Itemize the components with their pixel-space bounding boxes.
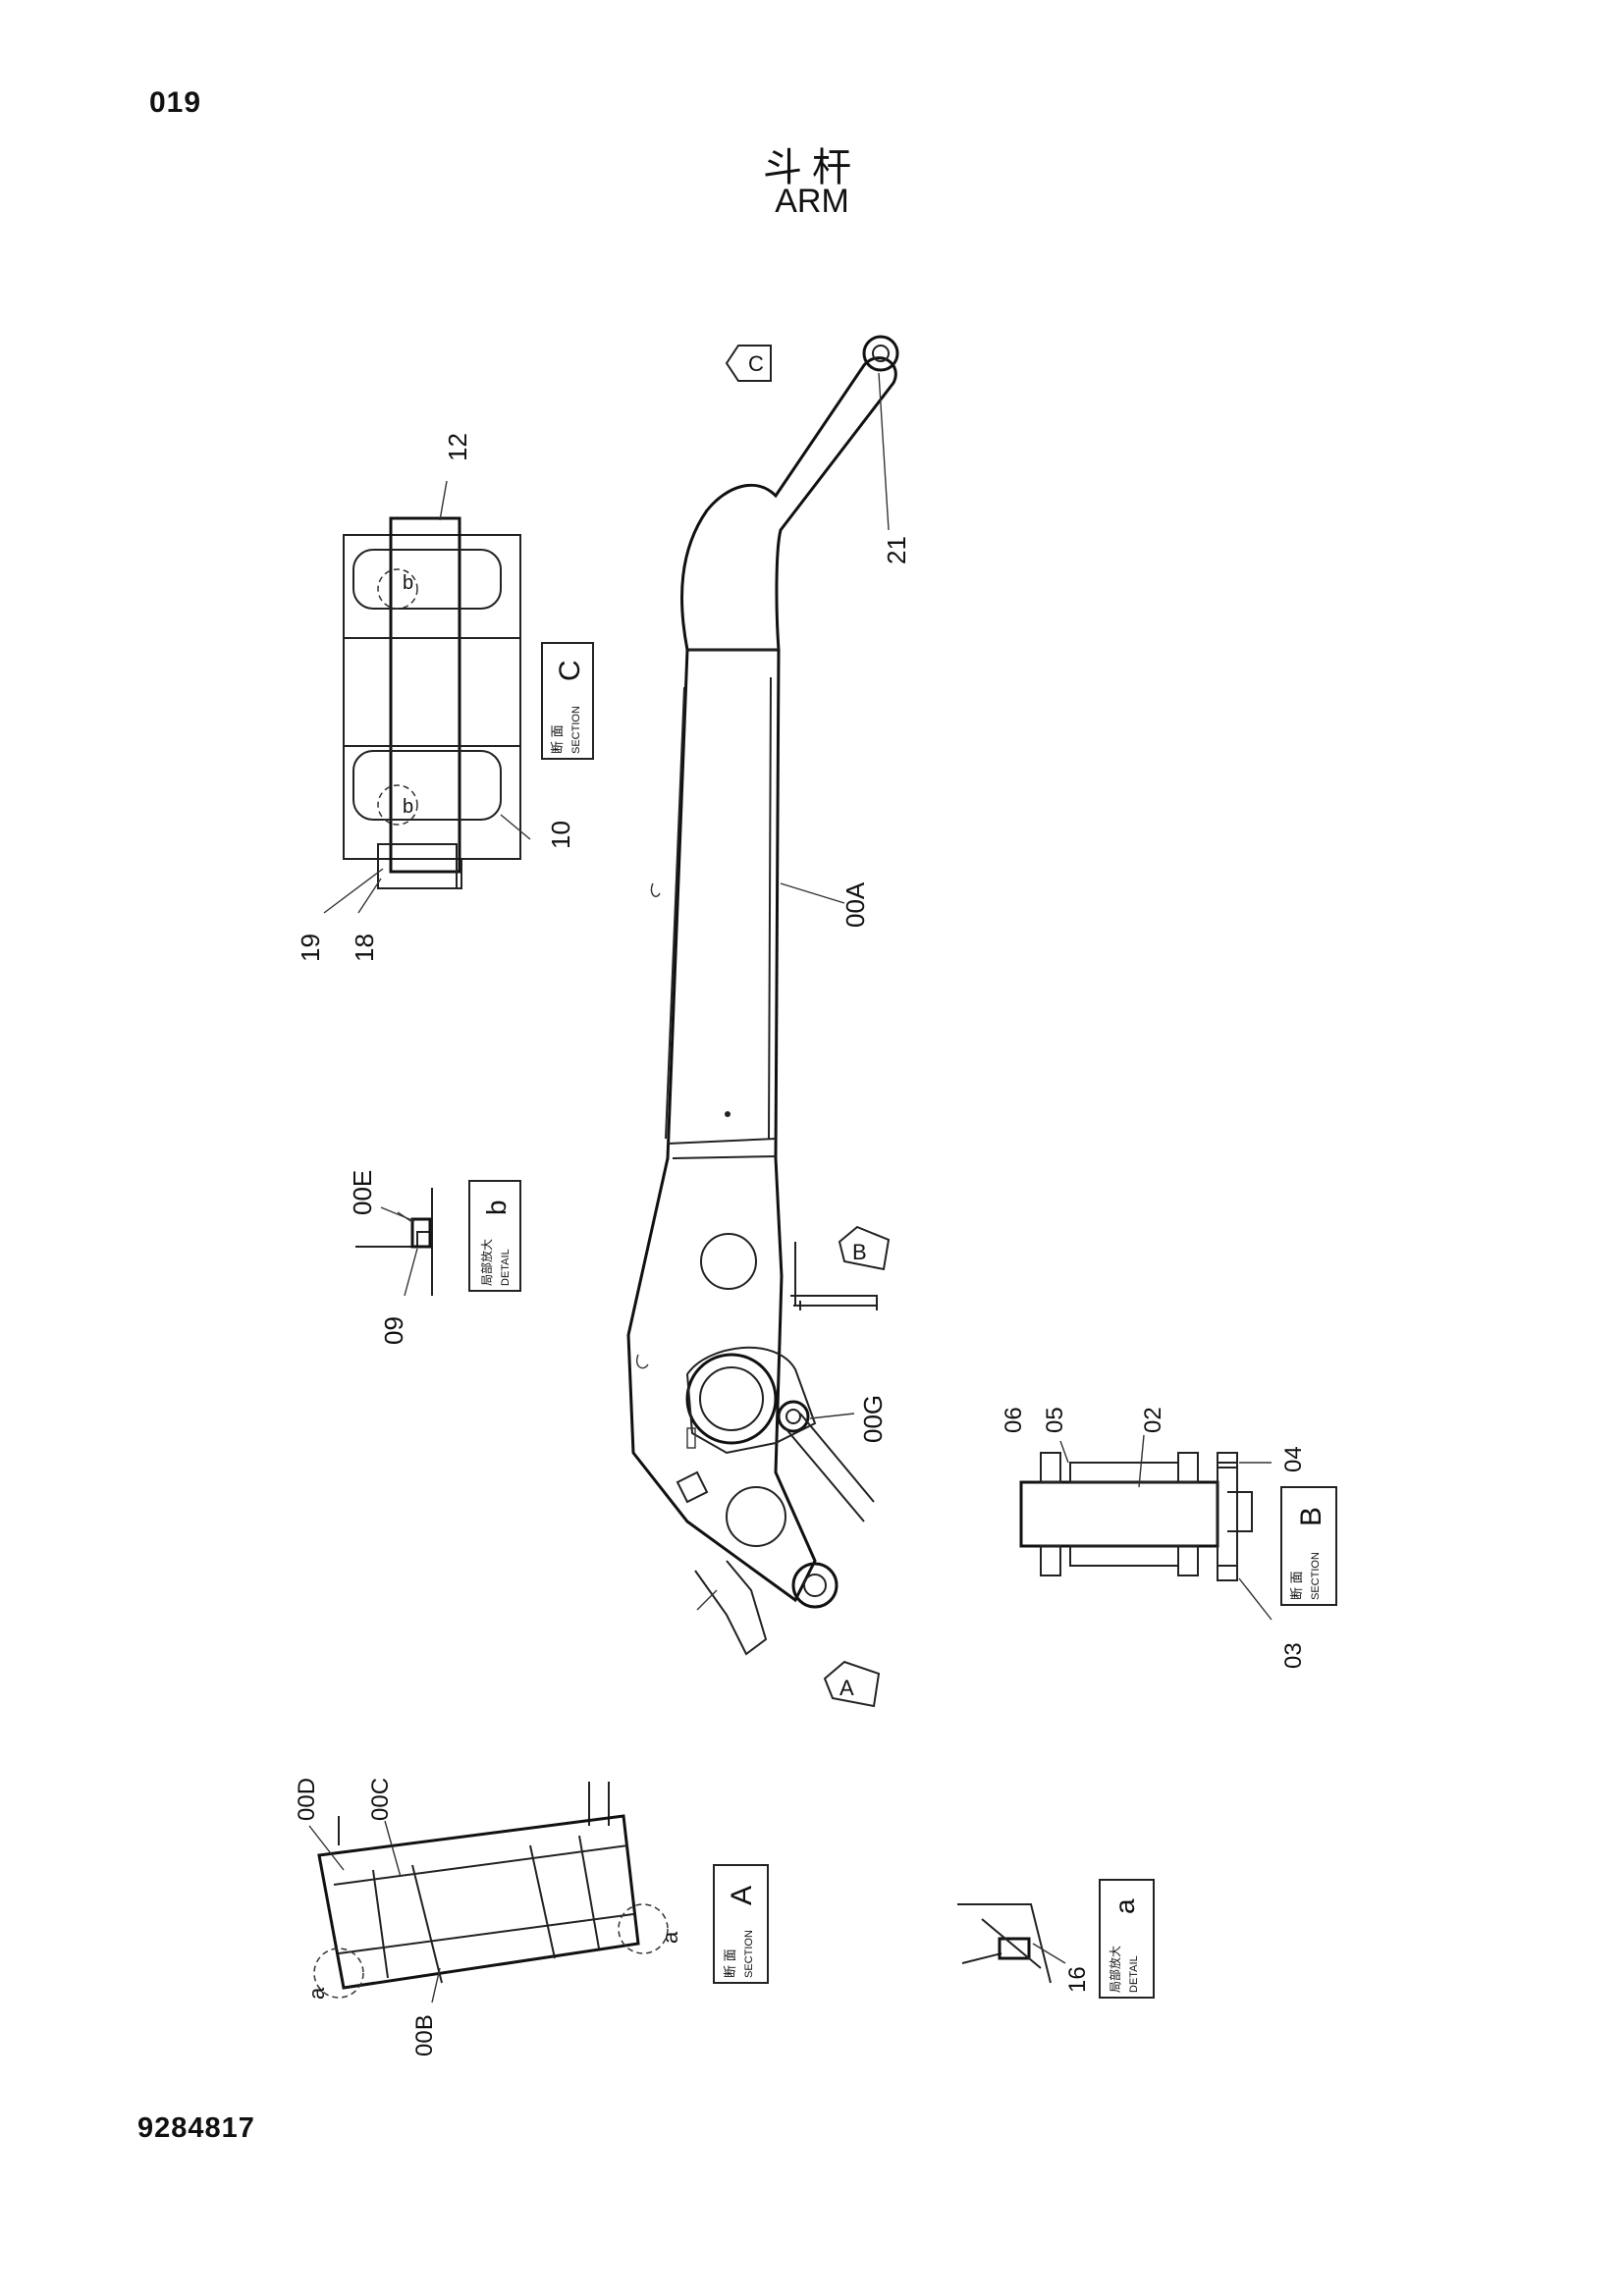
- callout-00g: 00G: [858, 1395, 888, 1443]
- callout-05: 05: [1042, 1407, 1068, 1433]
- section-b-label: 断 面 SECTION B: [1280, 1486, 1337, 1606]
- detail-circle-b-upper: b: [403, 572, 413, 594]
- section-marker-c: C: [725, 345, 772, 382]
- svg-text:b: b: [481, 1200, 512, 1215]
- section-marker-a: A: [823, 1660, 881, 1708]
- detail-b-view: [355, 1188, 433, 1296]
- callout-19: 19: [296, 934, 325, 962]
- svg-text:断 面: 断 面: [1289, 1571, 1304, 1600]
- section-c-label: 断 面 SECTION C: [541, 642, 594, 760]
- section-marker-b: B: [838, 1225, 891, 1271]
- svg-text:局部放大: 局部放大: [1108, 1946, 1122, 1993]
- callouts: 12 10 19 18 21 00A 00E 09 00G 06 05 02: [294, 372, 1307, 2056]
- callout-00c: 00C: [367, 1778, 394, 1821]
- section-cut-line-b: [790, 1295, 878, 1310]
- detail-circle-a-right: a: [658, 1931, 682, 1944]
- callout-21: 21: [882, 536, 911, 564]
- svg-text:a: a: [1110, 1898, 1140, 1914]
- svg-text:DETAIL: DETAIL: [1128, 1955, 1140, 1993]
- callout-00a: 00A: [840, 881, 870, 928]
- svg-text:SECTION: SECTION: [1310, 1552, 1322, 1600]
- callout-03: 03: [1280, 1642, 1307, 1669]
- section-a-view: a a: [304, 1782, 682, 2000]
- svg-text:B: B: [1295, 1507, 1327, 1526]
- svg-text:断 面: 断 面: [550, 724, 565, 754]
- svg-text:断 面: 断 面: [723, 1949, 737, 1978]
- section-b-view: [1019, 1452, 1253, 1581]
- title-chinese: 斗杆: [763, 145, 861, 190]
- callout-12: 12: [443, 433, 472, 461]
- title-english: ARM: [775, 183, 849, 220]
- section-a-label: 断 面 SECTION A: [713, 1864, 769, 1984]
- document-number: 9284817: [137, 2112, 255, 2144]
- page-number: 019: [149, 86, 202, 119]
- svg-text:SECTION: SECTION: [570, 706, 582, 754]
- callout-00e: 00E: [348, 1170, 377, 1215]
- svg-text:DETAIL: DETAIL: [500, 1249, 512, 1286]
- callout-06: 06: [1001, 1407, 1027, 1433]
- svg-text:SECTION: SECTION: [743, 1930, 755, 1978]
- detail-a-view: [957, 1903, 1052, 1984]
- svg-text:C: C: [748, 351, 764, 376]
- callout-00b: 00B: [411, 2014, 438, 2056]
- svg-text:B: B: [852, 1240, 867, 1264]
- callout-04: 04: [1280, 1446, 1307, 1472]
- detail-circle-a-left: a: [304, 1987, 329, 2000]
- detail-a-label: 局部放大 DETAIL a: [1099, 1879, 1155, 1999]
- detail-circle-b-lower: b: [403, 796, 413, 818]
- callout-00d: 00D: [294, 1778, 320, 1821]
- callout-18: 18: [350, 934, 379, 962]
- svg-text:A: A: [839, 1676, 854, 1700]
- section-c-view: b b: [343, 516, 521, 889]
- callout-10: 10: [546, 821, 575, 849]
- detail-b-label: 局部放大 DETAIL b: [468, 1180, 521, 1292]
- svg-text:A: A: [726, 1886, 758, 1905]
- svg-text:局部放大: 局部放大: [479, 1239, 494, 1286]
- callout-16: 16: [1064, 1966, 1091, 1993]
- callout-02: 02: [1140, 1407, 1166, 1433]
- arm-main-body: [626, 335, 899, 1656]
- callout-09: 09: [379, 1316, 408, 1345]
- svg-text:C: C: [554, 660, 586, 681]
